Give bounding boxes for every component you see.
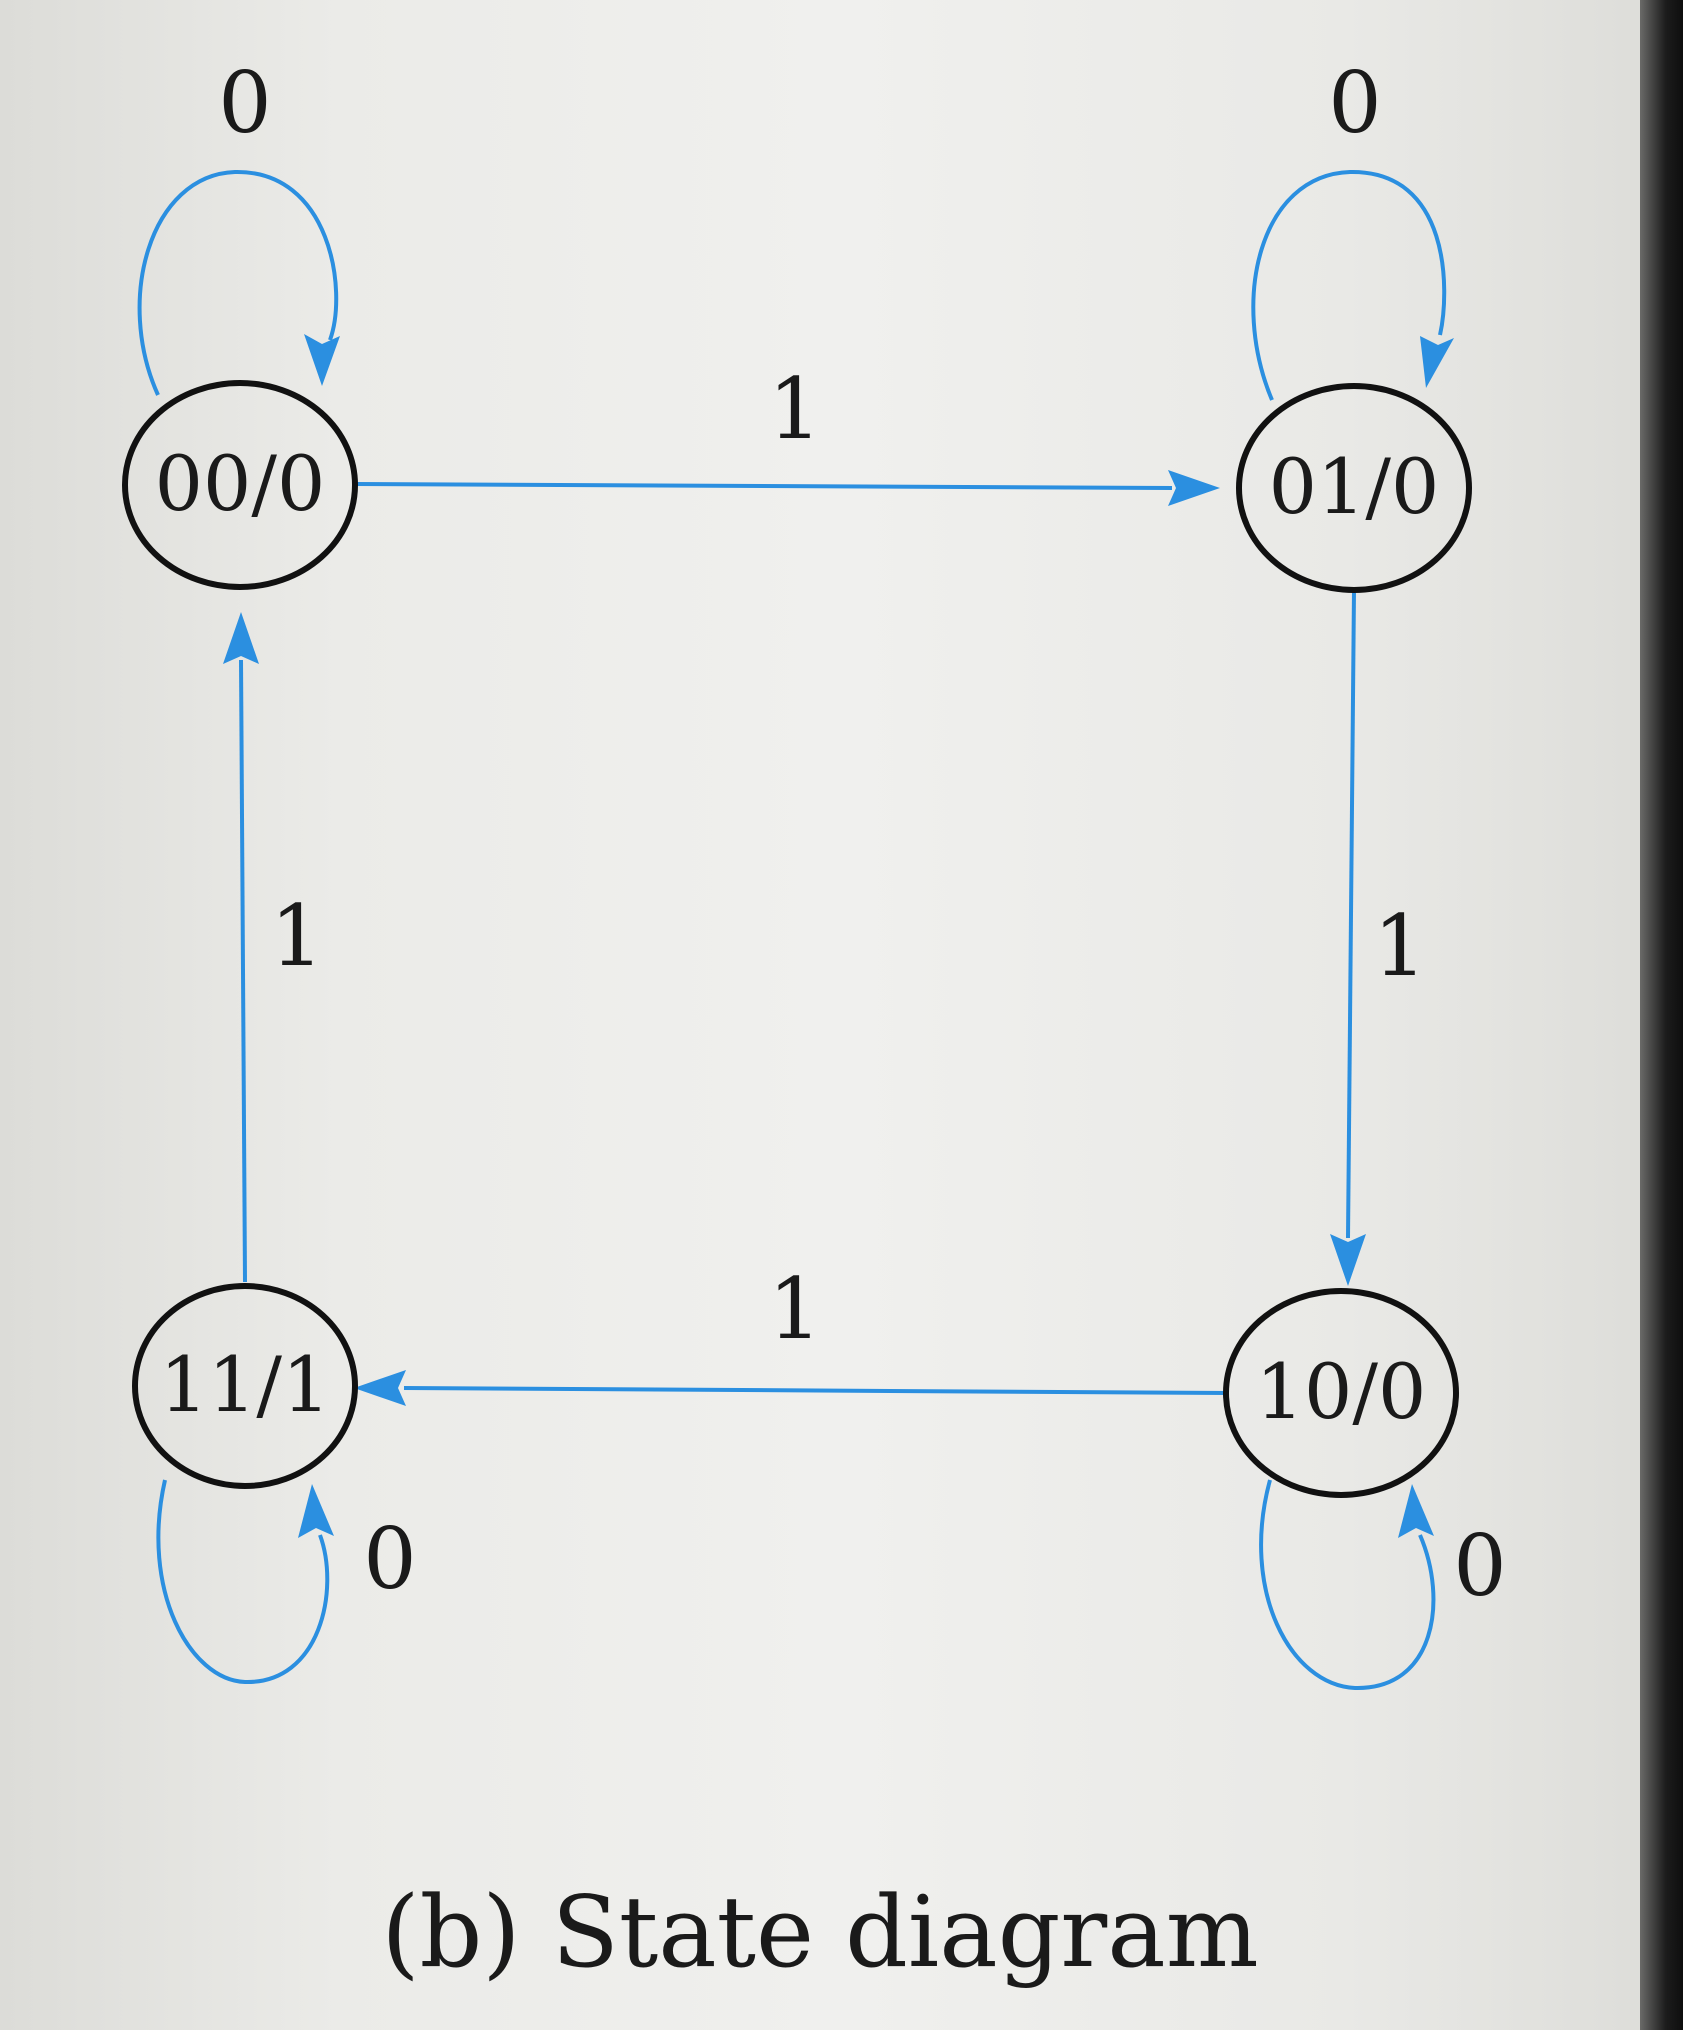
- state-label-00: 00/0: [155, 439, 326, 528]
- edge-label-10-to-11: 1: [768, 1260, 821, 1358]
- edge-10-to-11: [354, 1370, 1229, 1406]
- self-loop-label-10: 0: [1453, 1517, 1506, 1615]
- state-label-10: 10/0: [1256, 1347, 1427, 1436]
- edge-01-to-10: [1330, 589, 1366, 1286]
- monitor-edge: [1640, 0, 1683, 2030]
- state-01: 01/0: [1236, 383, 1472, 593]
- state-label-11: 11/1: [160, 1340, 331, 1429]
- edge-11-to-00: [223, 612, 259, 1283]
- state-10: 10/0: [1223, 1288, 1459, 1498]
- state-00: 00/0: [122, 380, 358, 590]
- diagram-caption: (b) State diagram: [381, 1876, 1258, 1990]
- edge-label-11-to-00: 1: [270, 887, 323, 985]
- state-label-01: 01/0: [1269, 442, 1440, 531]
- self-loop-11: [156, 1479, 334, 1685]
- self-loop-00: [137, 169, 340, 396]
- edge-label-01-to-10: 1: [1373, 897, 1426, 995]
- self-loop-label-01: 0: [1328, 54, 1381, 152]
- edge-label-00-to-01: 1: [768, 360, 821, 458]
- state-11: 11/1: [132, 1283, 358, 1489]
- self-loop-01: [1251, 169, 1454, 401]
- self-loop-label-00: 0: [218, 54, 271, 152]
- self-loop-10: [1259, 1479, 1436, 1691]
- self-loop-label-11: 0: [363, 1510, 416, 1608]
- edge-00-to-01: [355, 470, 1220, 506]
